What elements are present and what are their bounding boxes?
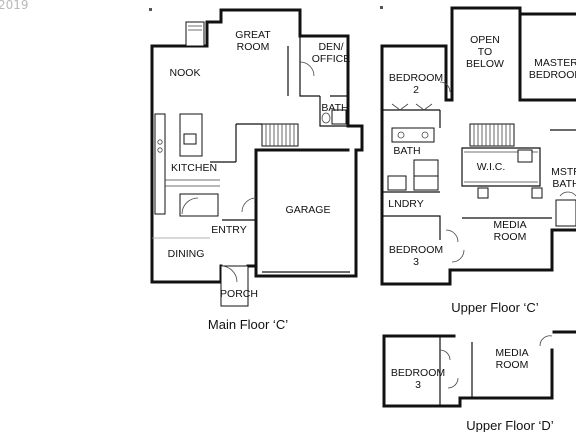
corner-mark	[149, 8, 152, 11]
corner-mark	[380, 6, 383, 9]
main-floor-caption: Main Floor ‘C’	[208, 317, 288, 332]
room-label-bath: BATH	[321, 102, 348, 114]
room-label-wic: W.I.C.	[477, 161, 506, 173]
watermark-year: 2019	[0, 0, 29, 12]
upper-floor-d-caption: Upper Floor ‘D’	[466, 418, 554, 432]
room-label-nook: NOOK	[170, 67, 201, 79]
room-label-garage: GARAGE	[286, 204, 331, 216]
upper-floor-c-plan	[380, 6, 576, 286]
room-label-den-office: DEN/OFFICE	[312, 41, 351, 65]
upper-floor-c-caption: Upper Floor ‘C’	[451, 300, 539, 315]
room-label-dining: DINING	[168, 248, 205, 260]
upper-floor-d-plan	[382, 330, 576, 408]
room-label-master-bedroom: MASTERBEDROOM	[529, 57, 576, 81]
room-label-porch: PORCH	[220, 288, 258, 300]
room-label-entry: ENTRY	[211, 224, 246, 236]
room-label-mstr-bath: MSTRBATH	[551, 166, 576, 190]
room-label-upper-bath: BATH	[393, 145, 420, 157]
room-label-laundry: LNDRY	[388, 198, 423, 210]
main-floor-c-plan	[150, 8, 364, 307]
room-label-kitchen: KITCHEN	[171, 162, 217, 174]
